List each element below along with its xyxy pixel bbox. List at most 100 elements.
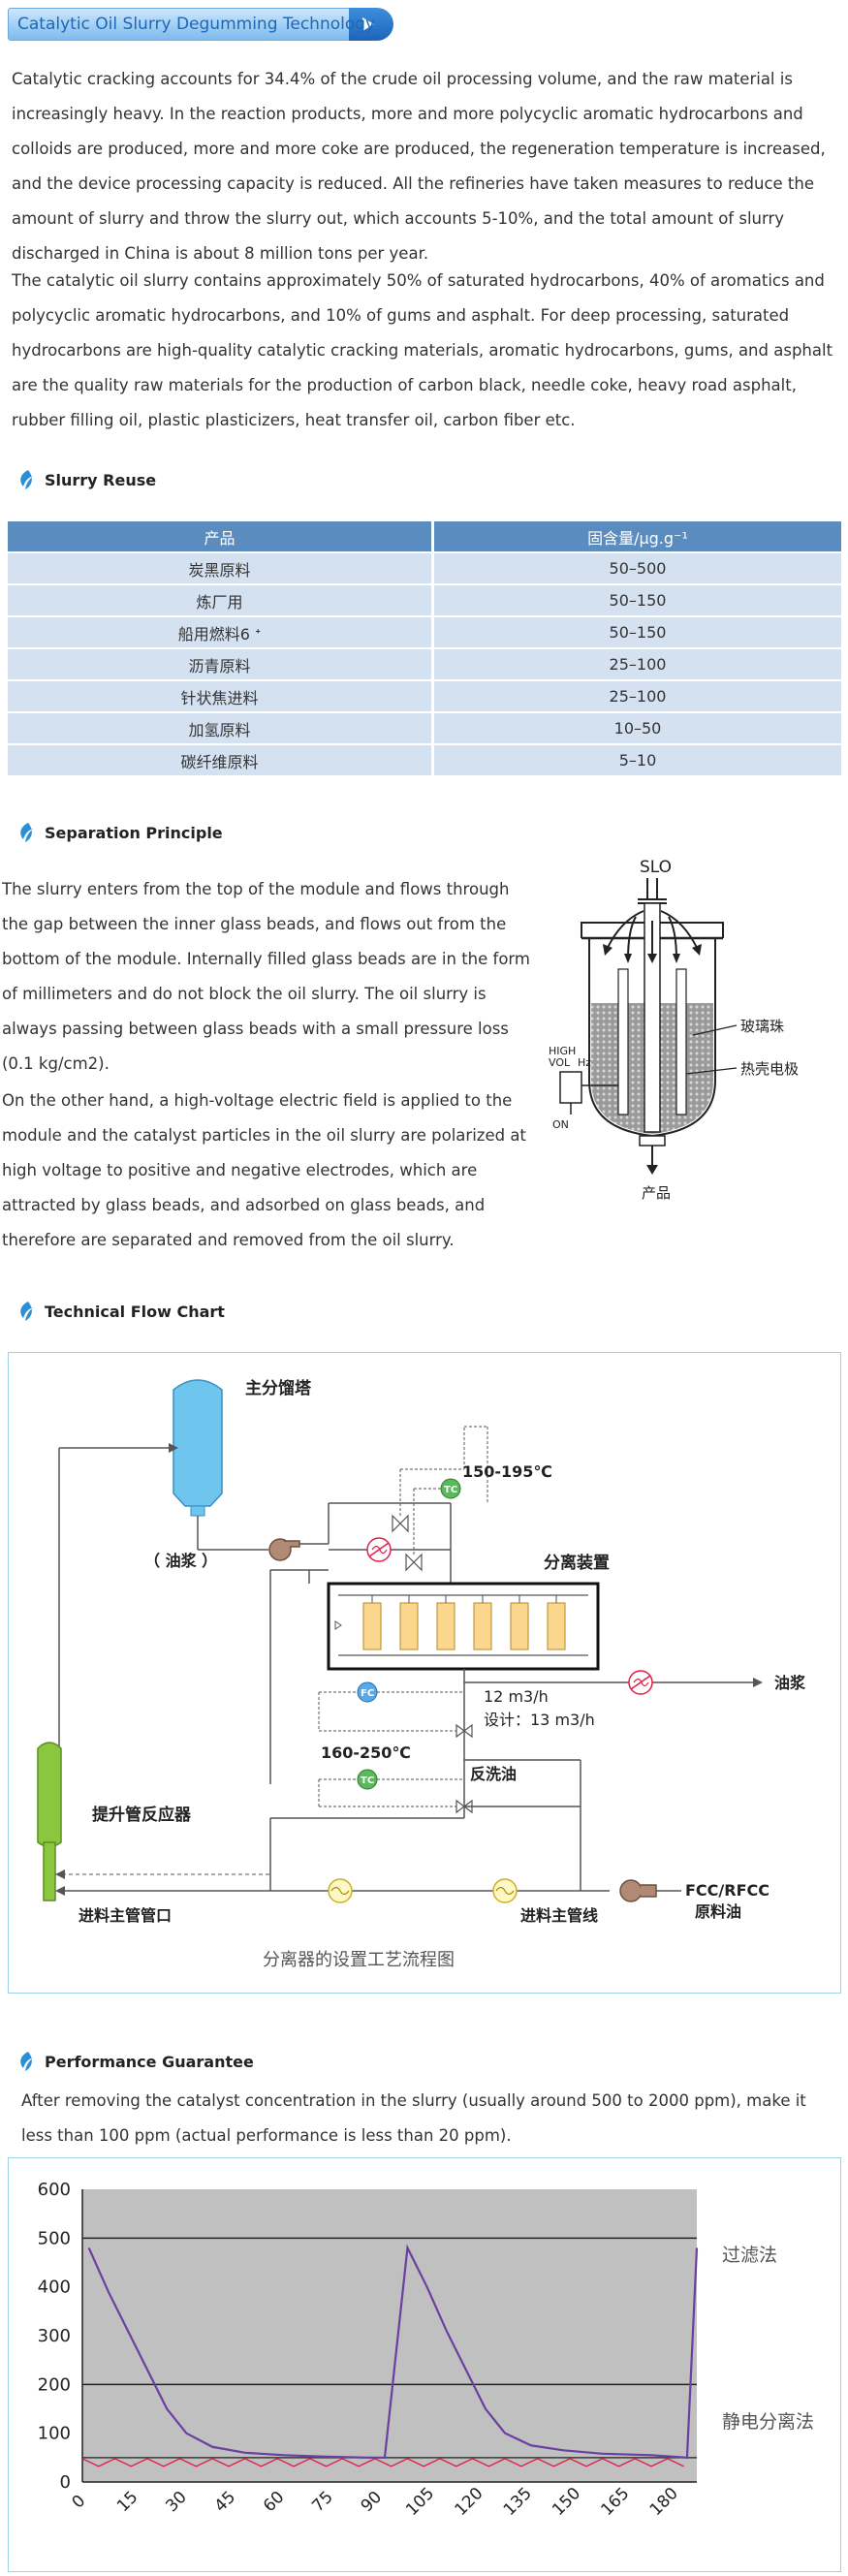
backwash-label: 反洗油 — [470, 1765, 517, 1783]
section-title: Performance Guarantee — [45, 2052, 254, 2071]
table-header-product: 产品 — [8, 521, 434, 551]
table-header-row: 产品 固含量/μg.g⁻¹ — [8, 521, 841, 551]
table-cell: 50–500 — [434, 553, 841, 583]
filtration-label: 过滤法 — [722, 2245, 777, 2266]
y-tick-label: 0 — [60, 2472, 71, 2493]
table-header-solid-content: 固含量/μg.g⁻¹ — [434, 521, 841, 551]
separation-paragraph-1: The slurry enters from the top of the mo… — [2, 880, 530, 1073]
electrode-label: 热壳电极 — [740, 1060, 799, 1078]
fcc-label: FCC/RFCC — [685, 1881, 769, 1900]
y-tick-label: 300 — [38, 2326, 71, 2346]
temperature-controller-icon — [440, 1478, 461, 1499]
table-cell: 5–10 — [434, 745, 841, 775]
x-tick-label: 15 — [113, 2488, 141, 2516]
slo-label: SLO — [640, 858, 672, 877]
section-title: Separation Principle — [45, 823, 223, 842]
valve-icon — [405, 1553, 415, 1572]
pump-icon — [268, 1538, 292, 1561]
riser-label: 提升管反应器 — [92, 1805, 192, 1825]
filter-element — [362, 1602, 382, 1650]
intro-paragraph-1: Catalytic cracking accounts for 34.4% of… — [12, 70, 826, 263]
x-tick-label: 30 — [162, 2488, 190, 2516]
fc-label: FC — [361, 1688, 374, 1699]
electrostatic-series-line — [81, 2458, 684, 2467]
y-tick-label: 400 — [38, 2278, 71, 2298]
x-tick-label: 120 — [451, 2484, 487, 2520]
x-tick-label: 75 — [308, 2488, 336, 2516]
tower-label: 主分馏塔 — [245, 1378, 312, 1398]
filter-element — [547, 1602, 566, 1650]
section-title: Slurry Reuse — [45, 470, 157, 489]
flow-rate-label: 12 m3/h — [484, 1687, 549, 1706]
separator-module-diagram: SLO 产品 HIGH VOL Hz — [549, 858, 799, 1202]
x-tick-label: 90 — [358, 2488, 386, 2516]
design-flow-label: 设计：13 m3/h — [484, 1711, 595, 1729]
flow-chart-frame: 主分馏塔 （ 油浆 ） — [8, 1352, 841, 1994]
plot-background — [82, 2189, 697, 2482]
table-cell: 10–50 — [434, 713, 841, 743]
arrow-icon — [349, 8, 393, 41]
table-cell: 碳纤维原料 — [8, 745, 434, 775]
on-label: ON — [552, 1118, 569, 1131]
intro-paragraph-2: The catalytic oil slurry contains approx… — [12, 271, 833, 429]
y-tick-label: 200 — [38, 2374, 71, 2395]
separator-label: 分离装置 — [544, 1553, 610, 1573]
x-tick-label: 60 — [260, 2488, 288, 2516]
crude-feed-label: 原料油 — [695, 1902, 741, 1921]
flow-chart-caption: 分离器的设置工艺流程图 — [263, 1950, 455, 1970]
x-tick-label: 105 — [402, 2484, 438, 2520]
page-title-banner: Catalytic Oil Slurry Degumming Technolog… — [8, 8, 393, 41]
filter-element — [473, 1602, 492, 1650]
x-tick-label: 45 — [211, 2488, 239, 2516]
filter-element — [399, 1602, 419, 1650]
vol-label: VOL — [549, 1056, 571, 1069]
table-cell: 船用燃料6 ᐩ — [8, 617, 434, 647]
feed-main-nozzle-label: 进料主管管口 — [79, 1906, 172, 1925]
process-flow-diagram: 主分馏塔 （ 油浆 ） — [37, 1378, 806, 1970]
filter-element — [510, 1602, 529, 1650]
power-supply-icon — [559, 1071, 582, 1104]
feed-main-line-label: 进料主管线 — [520, 1906, 598, 1925]
valve-icon — [392, 1514, 401, 1533]
table-cell: 加氢原料 — [8, 713, 434, 743]
table-cell: 沥青原料 — [8, 649, 434, 679]
valve-icon — [455, 1723, 465, 1739]
leaf-icon — [20, 470, 33, 489]
temperature-range-2-label: 160-250℃ — [321, 1744, 411, 1762]
feed-pump-icon — [619, 1879, 643, 1902]
section-heading-flow: Technical Flow Chart — [17, 1299, 225, 1324]
table-cell: 针状焦进料 — [8, 681, 434, 711]
filtration-series-line — [87, 2244, 699, 2460]
y-tick-label: 100 — [38, 2424, 71, 2444]
leaf-icon — [20, 823, 33, 842]
filter-element — [436, 1602, 455, 1650]
x-tick-label: 150 — [549, 2484, 584, 2520]
section-heading-performance: Performance Guarantee — [17, 2049, 254, 2074]
temperature-range-label: 150-195℃ — [462, 1462, 552, 1481]
slurry-left-label: （ 油浆 ） — [144, 1552, 217, 1570]
x-tick-label: 135 — [500, 2484, 536, 2520]
tc-label: TC — [361, 1775, 374, 1786]
riser-reactor-icon — [37, 1742, 62, 1848]
section-title: Technical Flow Chart — [45, 1302, 225, 1321]
x-tick-label: 180 — [646, 2484, 682, 2520]
y-tick-label: 500 — [38, 2228, 71, 2248]
table-cell: 25–100 — [434, 649, 841, 679]
high-label: HIGH — [549, 1045, 576, 1057]
performance-text: After removing the catalyst concentratio… — [21, 2091, 806, 2145]
page-title: Catalytic Oil Slurry Degumming Technolog… — [17, 15, 376, 34]
y-tick-label: 600 — [38, 2180, 71, 2200]
product-label: 产品 — [642, 1184, 671, 1202]
valve-icon — [455, 1799, 465, 1814]
fractionator-tower-icon — [173, 1379, 223, 1507]
table-cell: 25–100 — [434, 681, 841, 711]
x-tick-label: 0 — [69, 2492, 90, 2513]
section-heading-reuse: Slurry Reuse — [17, 467, 156, 492]
